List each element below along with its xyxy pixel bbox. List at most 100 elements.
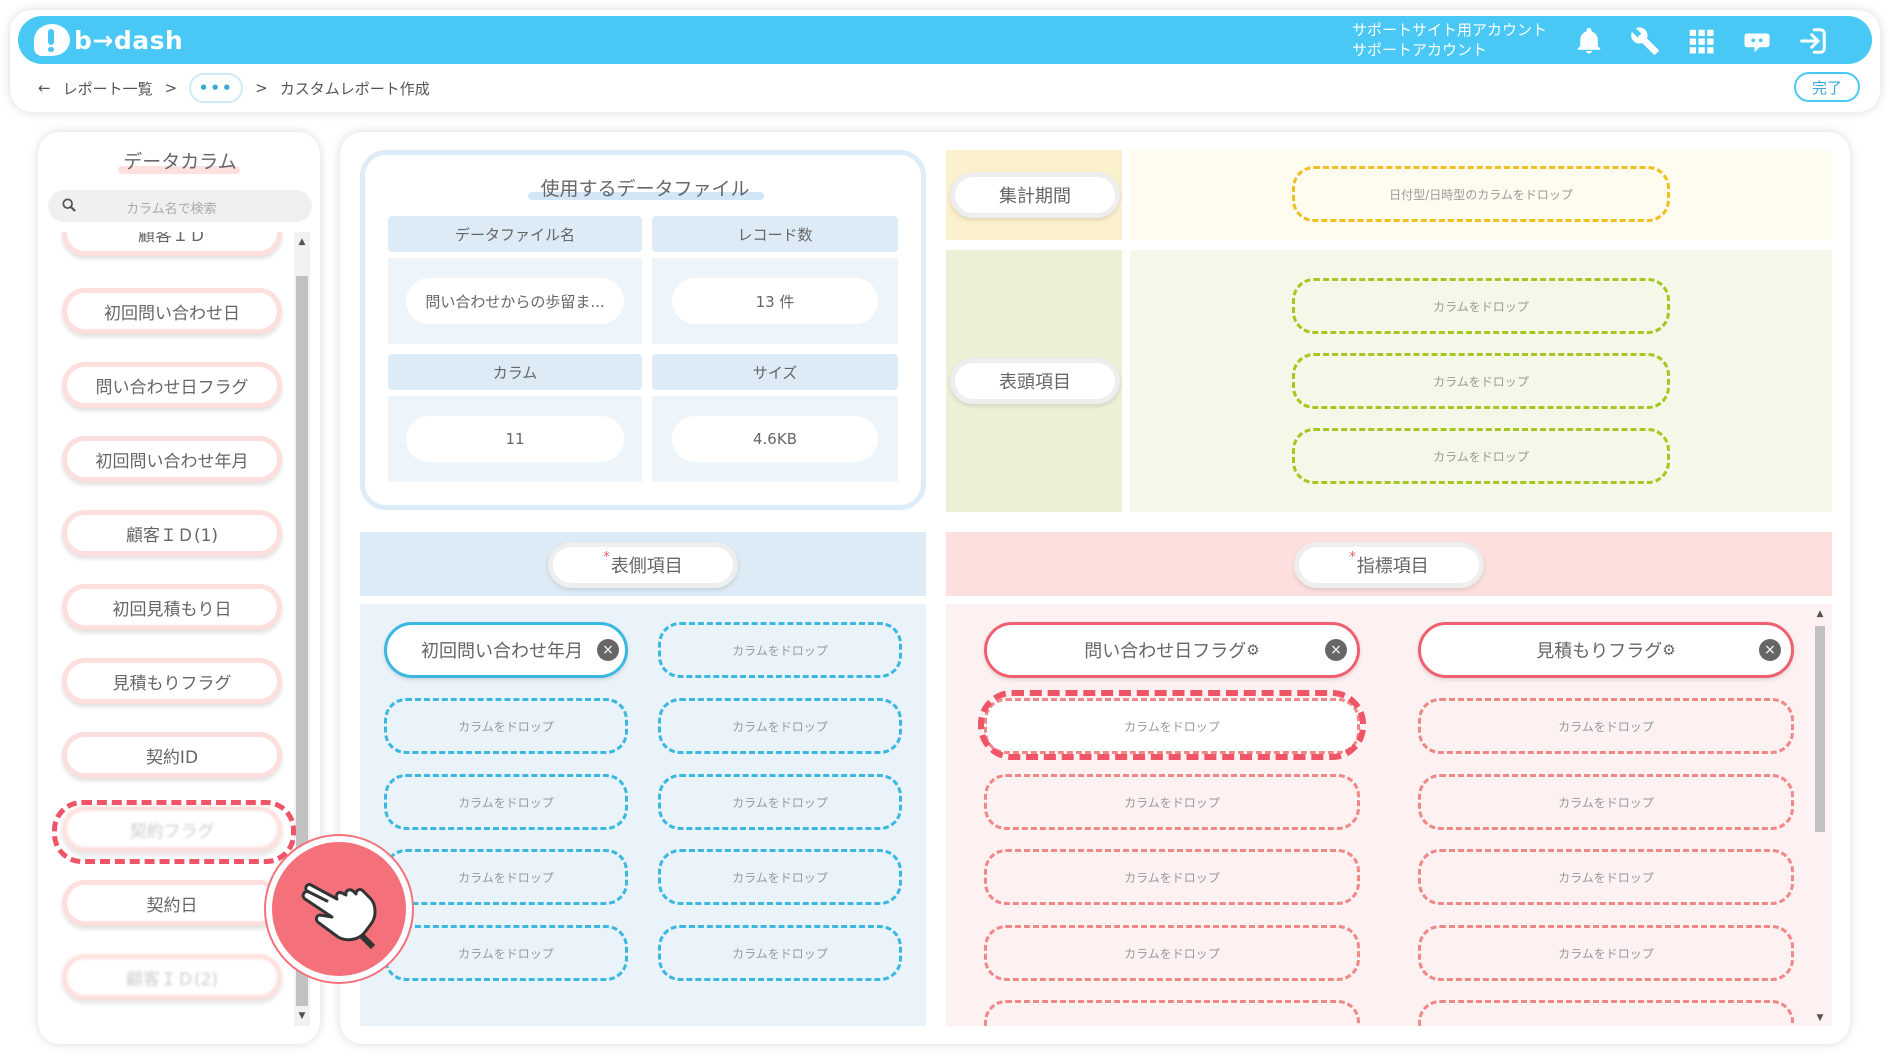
period-label: 集計期間	[950, 172, 1120, 218]
column-item[interactable]: 顧客ＩＤ(1)	[62, 510, 282, 556]
header-items-label: 表頭項目	[950, 358, 1120, 404]
remove-icon[interactable]: ×	[1759, 639, 1781, 661]
column-item[interactable]: 問い合わせ日フラグ	[62, 362, 282, 408]
column-item[interactable]: 契約ID	[62, 732, 282, 778]
breadcrumb-separator: >	[164, 79, 178, 97]
side-drop-zone[interactable]: カラムをドロップ	[384, 774, 628, 830]
size-header: サイズ	[652, 354, 898, 390]
header-drop-zone[interactable]: カラムをドロップ	[1292, 278, 1670, 334]
side-drop-zone[interactable]: カラムをドロップ	[658, 774, 902, 830]
logout-icon[interactable]	[1796, 24, 1830, 58]
column-search-input[interactable]: カラム名で検索	[48, 190, 312, 222]
account-info[interactable]: サポートサイト用アカウント サポートアカウント	[1352, 20, 1547, 60]
header-items-drop-area	[1130, 250, 1832, 512]
side-drop-zone[interactable]: カラムをドロップ	[384, 925, 628, 981]
period-drop-zone[interactable]: 日付型/日時型のカラムをドロップ	[1292, 166, 1670, 222]
metric-partial-row	[946, 1000, 1812, 1026]
search-placeholder: カラム名で検索	[126, 202, 217, 217]
period-drop-area	[1130, 150, 1832, 240]
breadcrumb-report-list[interactable]: レポート一覧	[62, 79, 153, 98]
logo-text: b→dash	[74, 25, 184, 55]
breadcrumb-separator: >	[255, 79, 268, 97]
metric-item-chip[interactable]: 問い合わせ日フラグ ⚙ ×	[984, 622, 1360, 678]
header-drop-zone[interactable]: カラムをドロップ	[1292, 353, 1670, 409]
file-name-header: データファイル名	[388, 216, 642, 252]
breadcrumb-current: カスタムレポート作成	[279, 79, 430, 98]
side-item-chip-label: 初回問い合わせ年月	[421, 641, 583, 662]
top-bar	[18, 16, 1872, 64]
back-arrow-icon[interactable]: ←	[38, 79, 51, 97]
scroll-down-icon[interactable]: ▼	[1816, 1013, 1824, 1023]
side-items-label-text: 表側項目	[610, 556, 683, 577]
side-drop-zone[interactable]: カラムをドロップ	[658, 698, 902, 754]
column-item[interactable]: 初回見積もり日	[62, 584, 282, 630]
side-drop-zone[interactable]: カラムをドロップ	[658, 622, 902, 678]
side-drop-zone[interactable]: カラムをドロップ	[658, 925, 902, 981]
column-scroll-thumb[interactable]	[296, 276, 308, 1006]
metric-drop-zone[interactable]: カラムをドロップ	[984, 925, 1360, 981]
required-mark: *	[1349, 549, 1356, 565]
metric-drop-zone[interactable]	[984, 1000, 1360, 1026]
breadcrumb: ← レポート一覧 > ••• > カスタムレポート作成	[38, 73, 430, 103]
column-item[interactable]: 見積もりフラグ	[62, 658, 282, 704]
metric-drop-zone[interactable]	[1418, 1000, 1794, 1026]
side-drop-zone[interactable]: カラムをドロップ	[658, 849, 902, 905]
header-drop-zone[interactable]: カラムをドロップ	[1292, 428, 1670, 484]
breadcrumb-more[interactable]: •••	[189, 73, 244, 103]
size-value: 4.6KB	[672, 416, 878, 462]
column-item[interactable]: 顧客ＩＤ	[62, 232, 282, 256]
data-column-title: データカラム	[123, 150, 237, 173]
remove-icon[interactable]: ×	[597, 639, 619, 661]
search-icon	[62, 198, 76, 212]
metric-drop-zone[interactable]: カラムをドロップ	[1418, 774, 1794, 830]
column-item[interactable]: 契約日	[62, 880, 282, 926]
settings-gear-icon[interactable]: ⚙	[1662, 641, 1676, 659]
required-mark: *	[603, 549, 610, 565]
metric-item-chip-label: 問い合わせ日フラグ	[1084, 641, 1247, 662]
title-underline	[528, 192, 764, 200]
side-drop-zone[interactable]: カラムをドロップ	[384, 698, 628, 754]
side-drop-zone[interactable]: カラムをドロップ	[384, 849, 628, 905]
metric-scroll-thumb[interactable]	[1815, 626, 1825, 832]
record-count-header: レコード数	[652, 216, 898, 252]
column-item[interactable]: 初回問い合わせ日	[62, 288, 282, 334]
side-item-chip[interactable]: 初回問い合わせ年月 ×	[384, 622, 628, 678]
metric-item-chip[interactable]: 見積もりフラグ ⚙ ×	[1418, 622, 1794, 678]
bell-icon[interactable]	[1572, 24, 1606, 58]
logo[interactable]: b→dash	[34, 22, 183, 58]
logo-bubble-icon	[34, 24, 70, 56]
column-item-dragging[interactable]: 契約フラグ	[62, 806, 282, 852]
scroll-down-icon[interactable]: ▼	[298, 1011, 306, 1021]
drag-source-highlight	[52, 800, 296, 864]
drag-hand-cursor-icon	[266, 836, 412, 982]
metric-drop-zone[interactable]: カラムをドロップ	[1418, 925, 1794, 981]
chat-bot-icon[interactable]	[1740, 24, 1774, 58]
file-name-value: 問い合わせからの歩留ま...	[406, 278, 624, 324]
scroll-up-icon[interactable]: ▲	[1816, 609, 1824, 619]
remove-icon[interactable]: ×	[1325, 639, 1347, 661]
column-list[interactable]: 顧客ＩＤ 初回問い合わせ日 問い合わせ日フラグ 初回問い合わせ年月 顧客ＩＤ(1…	[48, 232, 294, 1024]
grid-icon[interactable]	[1684, 24, 1718, 58]
account-name: サポートアカウント	[1352, 41, 1488, 59]
column-item[interactable]: 顧客ＩＤ(2)	[62, 954, 282, 1000]
metric-drop-zone[interactable]: カラムをドロップ	[1418, 849, 1794, 905]
settings-gear-icon[interactable]: ⚙	[1246, 641, 1260, 659]
column-item[interactable]: 初回問い合わせ年月	[62, 436, 282, 482]
done-button[interactable]: 完了	[1794, 72, 1860, 102]
metric-drop-zone[interactable]: カラムをドロップ	[1418, 698, 1794, 754]
side-items-label: *表側項目	[548, 542, 738, 588]
columns-value: 11	[406, 416, 624, 462]
metric-drop-zone[interactable]: カラムをドロップ	[984, 774, 1360, 830]
wrench-icon[interactable]	[1628, 24, 1662, 58]
scroll-up-icon[interactable]: ▲	[298, 237, 306, 247]
metric-scrollbar[interactable]: ▲ ▼	[1812, 608, 1828, 1026]
columns-header: カラム	[388, 354, 642, 390]
metric-drop-zone[interactable]: カラムをドロップ	[984, 849, 1360, 905]
metric-item-chip-label: 見積もりフラグ	[1536, 641, 1663, 662]
data-file-title: 使用するデータファイル	[540, 177, 750, 200]
account-site: サポートサイト用アカウント	[1352, 21, 1548, 39]
record-count-value: 13 件	[672, 278, 878, 324]
metric-items-label-text: 指標項目	[1356, 556, 1429, 577]
metric-items-label: *指標項目	[1294, 542, 1484, 588]
metric-drop-zone-target[interactable]: カラムをドロップ	[984, 698, 1360, 754]
